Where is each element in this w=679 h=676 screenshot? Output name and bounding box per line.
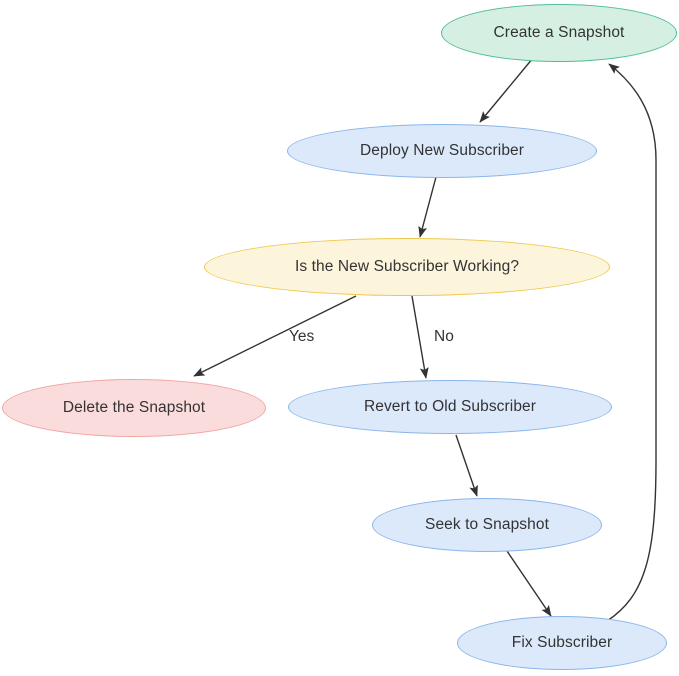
node-delete-the-snapshot[interactable]: Delete the Snapshot [2,379,266,437]
node-seek-to-snapshot[interactable]: Seek to Snapshot [372,498,602,552]
node-label-seek-to-snapshot: Seek to Snapshot [425,516,549,534]
node-label-fix-subscriber: Fix Subscriber [511,634,613,652]
node-label-delete-the-snapshot: Delete the Snapshot [62,399,206,417]
node-fix-subscriber[interactable]: Fix Subscriber [457,616,667,670]
node-deploy-new-subscriber[interactable]: Deploy New Subscriber [287,124,597,178]
node-label-deploy-new-subscriber: Deploy New Subscriber [359,142,525,160]
edge-fix-to-create [606,63,657,622]
node-label-revert-to-old-subscriber: Revert to Old Subscriber [363,398,537,416]
node-label-is-new-subscriber-working: Is the New Subscriber Working? [294,258,520,276]
edge-deploy-to-decision [418,176,437,238]
edge-label-yes: Yes [289,328,315,345]
node-label-create-snapshot: Create a Snapshot [493,24,625,42]
edge-decision-yes-delete [193,295,357,377]
node-is-new-subscriber-working[interactable]: Is the New Subscriber Working? [204,238,610,296]
edge-label-no: No [434,328,454,345]
edge-revert-to-seek [455,434,478,497]
node-revert-to-old-subscriber[interactable]: Revert to Old Subscriber [288,380,612,434]
node-create-snapshot[interactable]: Create a Snapshot [441,4,677,62]
edge-decision-no-revert [411,295,429,379]
edge-seek-to-fix [506,550,552,617]
edge-create-to-deploy [479,57,534,123]
